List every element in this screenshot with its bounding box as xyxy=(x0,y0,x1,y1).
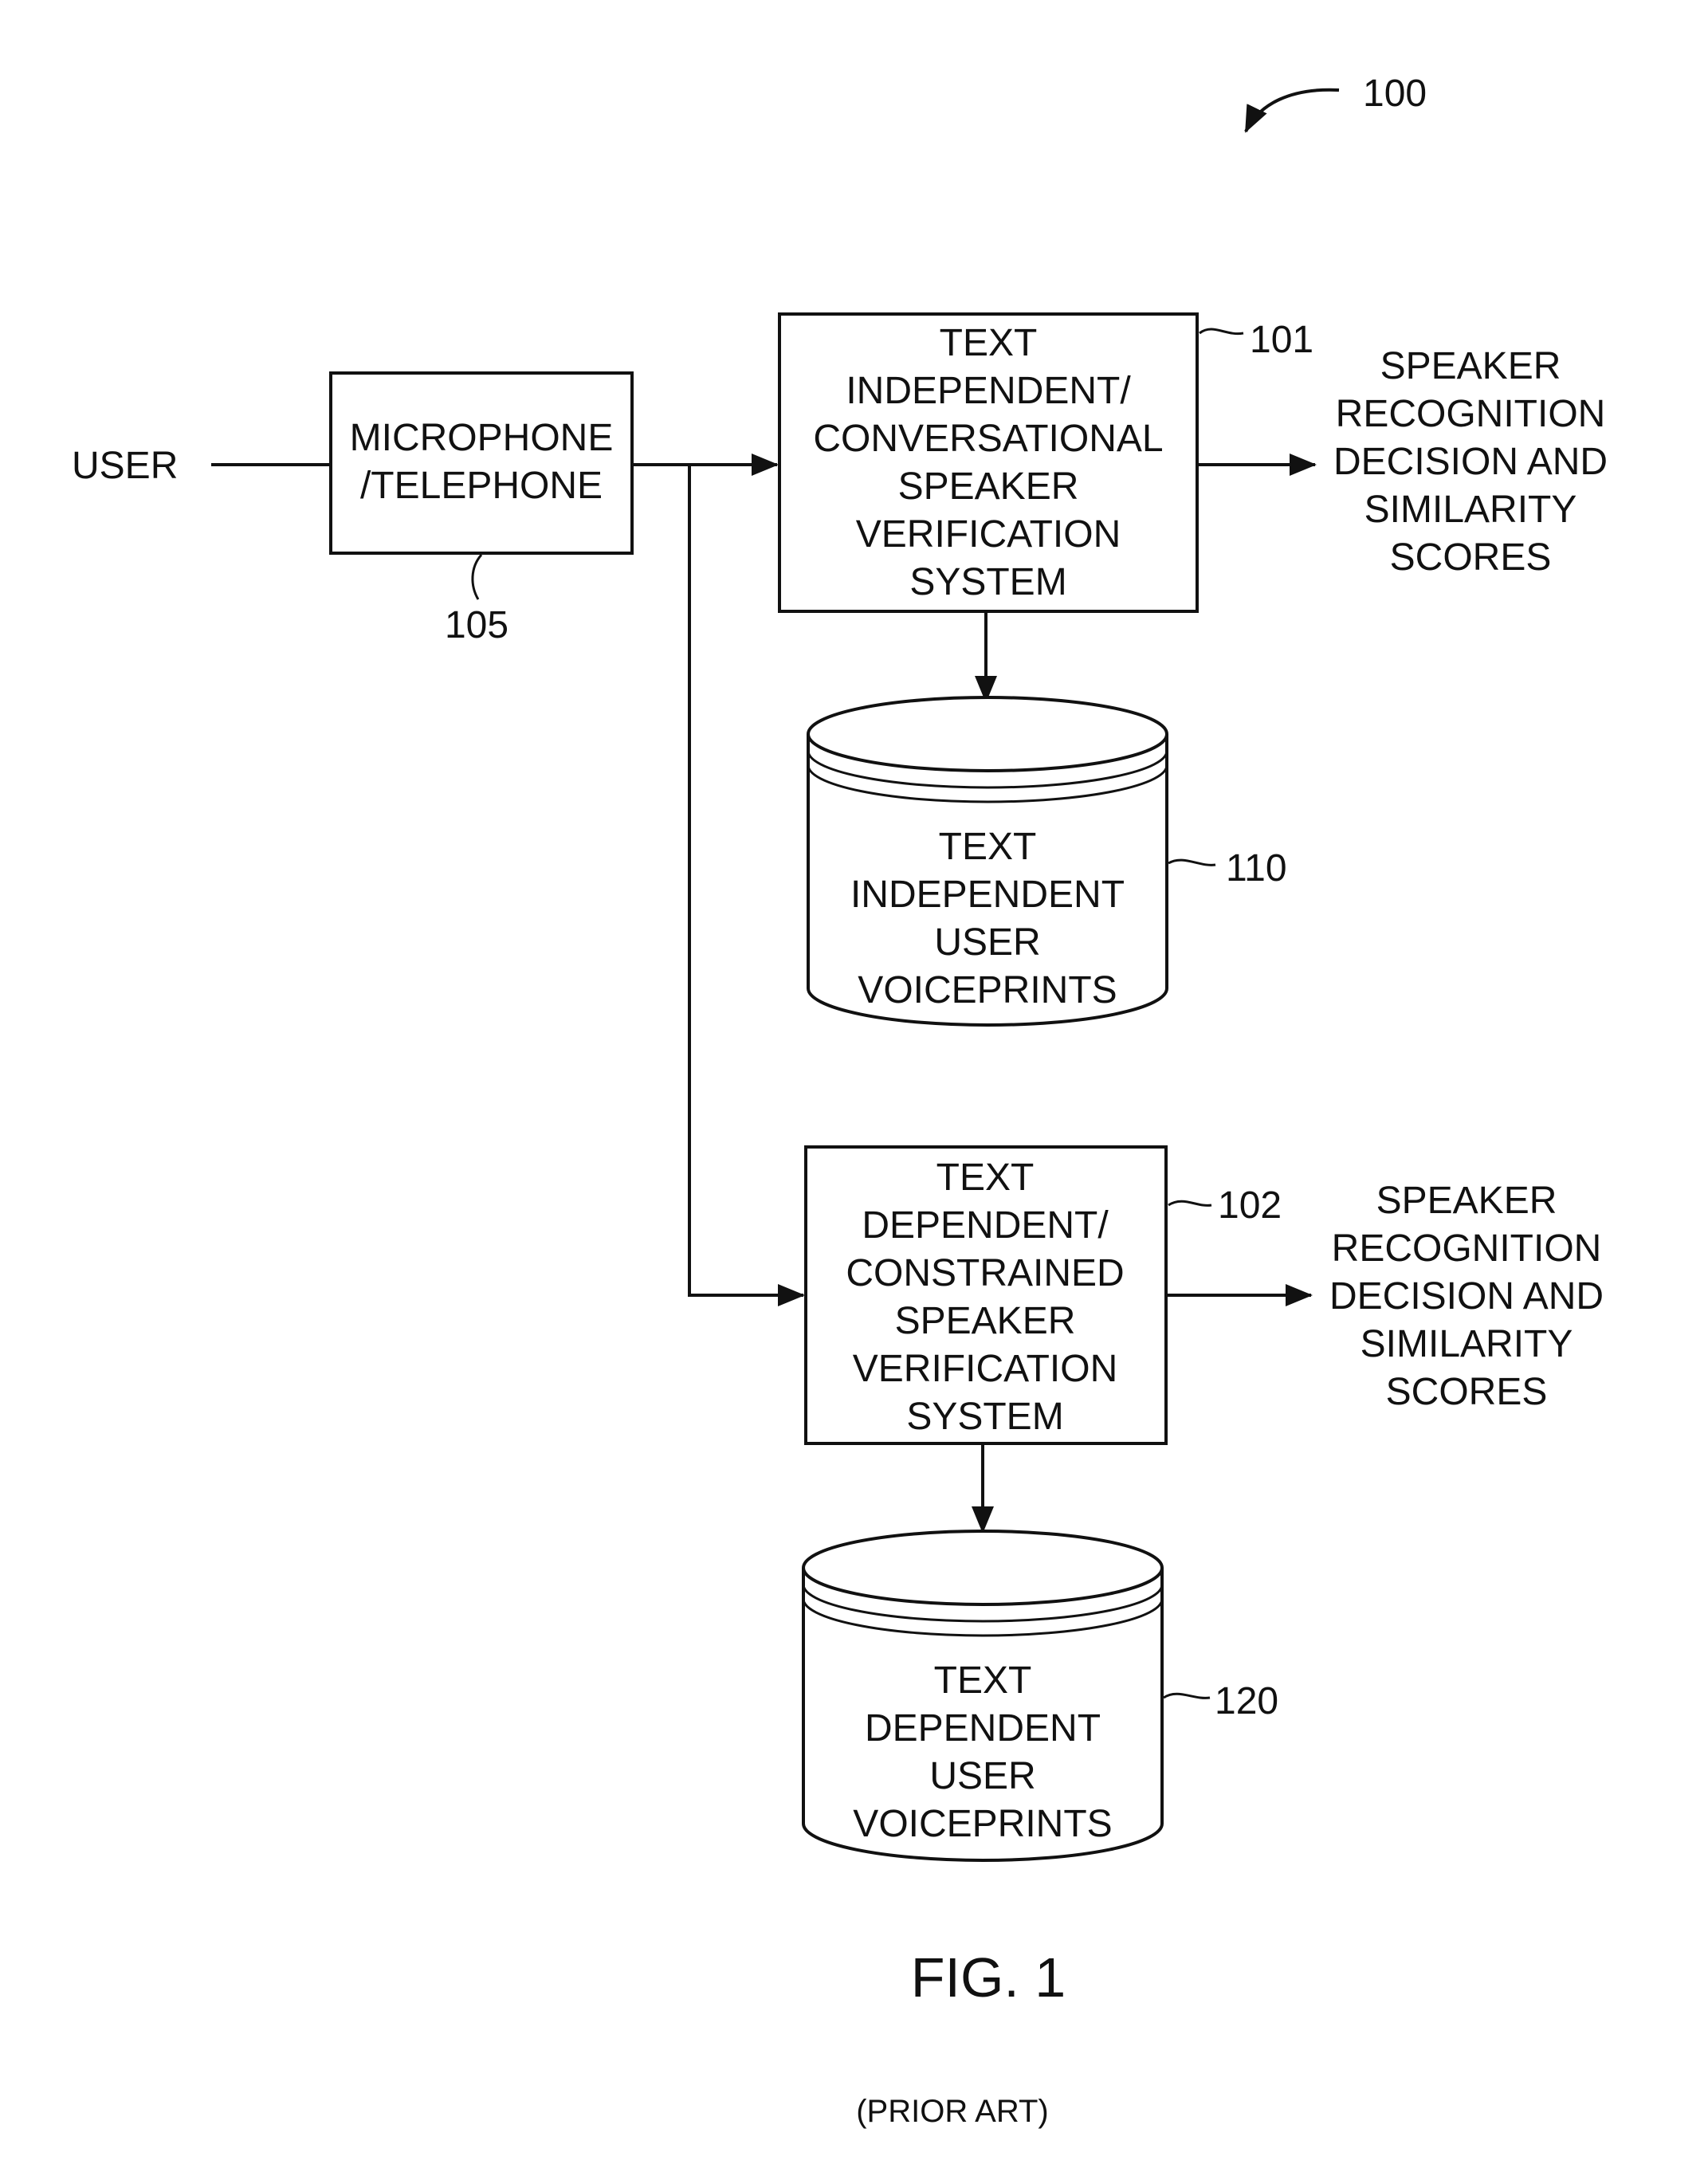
system-101-block: TEXT INDEPENDENT/ CONVERSATIONAL SPEAKER… xyxy=(779,314,1608,701)
db-120-line-2: DEPENDENT xyxy=(865,1707,1101,1750)
db-110-line-1: TEXT xyxy=(939,826,1037,868)
microphone-label-line-1: MICROPHONE xyxy=(350,417,614,459)
figure-reference: 100 xyxy=(1246,73,1427,132)
db-120-ref-leader xyxy=(1164,1694,1210,1698)
system-101-output-line-5: SCORES xyxy=(1390,536,1552,579)
system-101-line-2: INDEPENDENT/ xyxy=(846,370,1131,412)
system-102-output-line-3: DECISION AND xyxy=(1329,1275,1604,1318)
system-102-ref: 102 xyxy=(1218,1184,1282,1227)
db-110-cylinder: TEXT INDEPENDENT USER VOICEPRINTS 110 xyxy=(808,697,1287,1025)
system-101-line-6: SYSTEM xyxy=(909,561,1066,603)
db-120-top xyxy=(803,1531,1162,1604)
system-102-output-line-4: SIMILARITY xyxy=(1361,1323,1573,1365)
microphone-label-line-2: /TELEPHONE xyxy=(360,465,603,507)
db-120-line-4: VOICEPRINTS xyxy=(853,1803,1112,1845)
system-101-ref: 101 xyxy=(1250,319,1313,361)
system-101-line-4: SPEAKER xyxy=(898,465,1079,508)
system-102-line-3: CONSTRAINED xyxy=(846,1252,1124,1294)
system-102-line-2: DEPENDENT/ xyxy=(862,1204,1109,1247)
db-110-line-2: INDEPENDENT xyxy=(850,874,1125,916)
system-101-output-line-3: DECISION AND xyxy=(1333,441,1608,483)
system-101-ref-leader xyxy=(1200,329,1243,334)
microphone-ref-leader xyxy=(473,555,481,599)
db-120-line-1: TEXT xyxy=(934,1659,1032,1702)
system-101-line-5: VERIFICATION xyxy=(856,513,1121,556)
figure-caption: FIG. 1 xyxy=(911,1946,1066,2009)
db-110-line-3: USER xyxy=(934,921,1040,964)
db-120-cylinder: TEXT DEPENDENT USER VOICEPRINTS 120 xyxy=(803,1531,1278,1860)
system-102-line-1: TEXT xyxy=(936,1157,1035,1199)
db-110-top xyxy=(808,697,1167,771)
system-102-line-6: SYSTEM xyxy=(906,1396,1063,1438)
db-120-line-3: USER xyxy=(929,1755,1035,1797)
user-label: USER xyxy=(72,445,178,487)
microphone-ref: 105 xyxy=(445,604,508,646)
figure-number: 100 xyxy=(1363,73,1427,115)
system-102-ref-leader xyxy=(1168,1201,1211,1205)
system-101-line-3: CONVERSATIONAL xyxy=(813,418,1163,460)
db-110-ref-leader xyxy=(1168,860,1215,865)
system-101-output-line-1: SPEAKER xyxy=(1380,345,1561,387)
system-102-block: TEXT DEPENDENT/ CONSTRAINED SPEAKER VERI… xyxy=(806,1147,1604,1532)
microphone-box xyxy=(331,373,632,553)
db-110-line-4: VOICEPRINTS xyxy=(858,969,1117,1011)
system-101-line-1: TEXT xyxy=(940,322,1038,364)
db-120-ref: 120 xyxy=(1215,1680,1278,1722)
system-102-line-4: SPEAKER xyxy=(895,1300,1076,1342)
system-102-line-5: VERIFICATION xyxy=(853,1348,1117,1390)
system-101-output-line-4: SIMILARITY xyxy=(1364,489,1577,531)
db-110-ref: 110 xyxy=(1226,847,1287,890)
microphone-telephone-block: MICROPHONE /TELEPHONE 105 xyxy=(331,373,632,646)
prior-art-note: (PRIOR ART) xyxy=(856,2094,1049,2129)
system-102-output-line-2: RECOGNITION xyxy=(1332,1227,1602,1270)
system-102-output-line-1: SPEAKER xyxy=(1376,1180,1557,1222)
system-101-output-line-2: RECOGNITION xyxy=(1336,393,1606,435)
system-102-output-line-5: SCORES xyxy=(1386,1371,1548,1413)
figure-reference-arrow xyxy=(1246,90,1339,132)
